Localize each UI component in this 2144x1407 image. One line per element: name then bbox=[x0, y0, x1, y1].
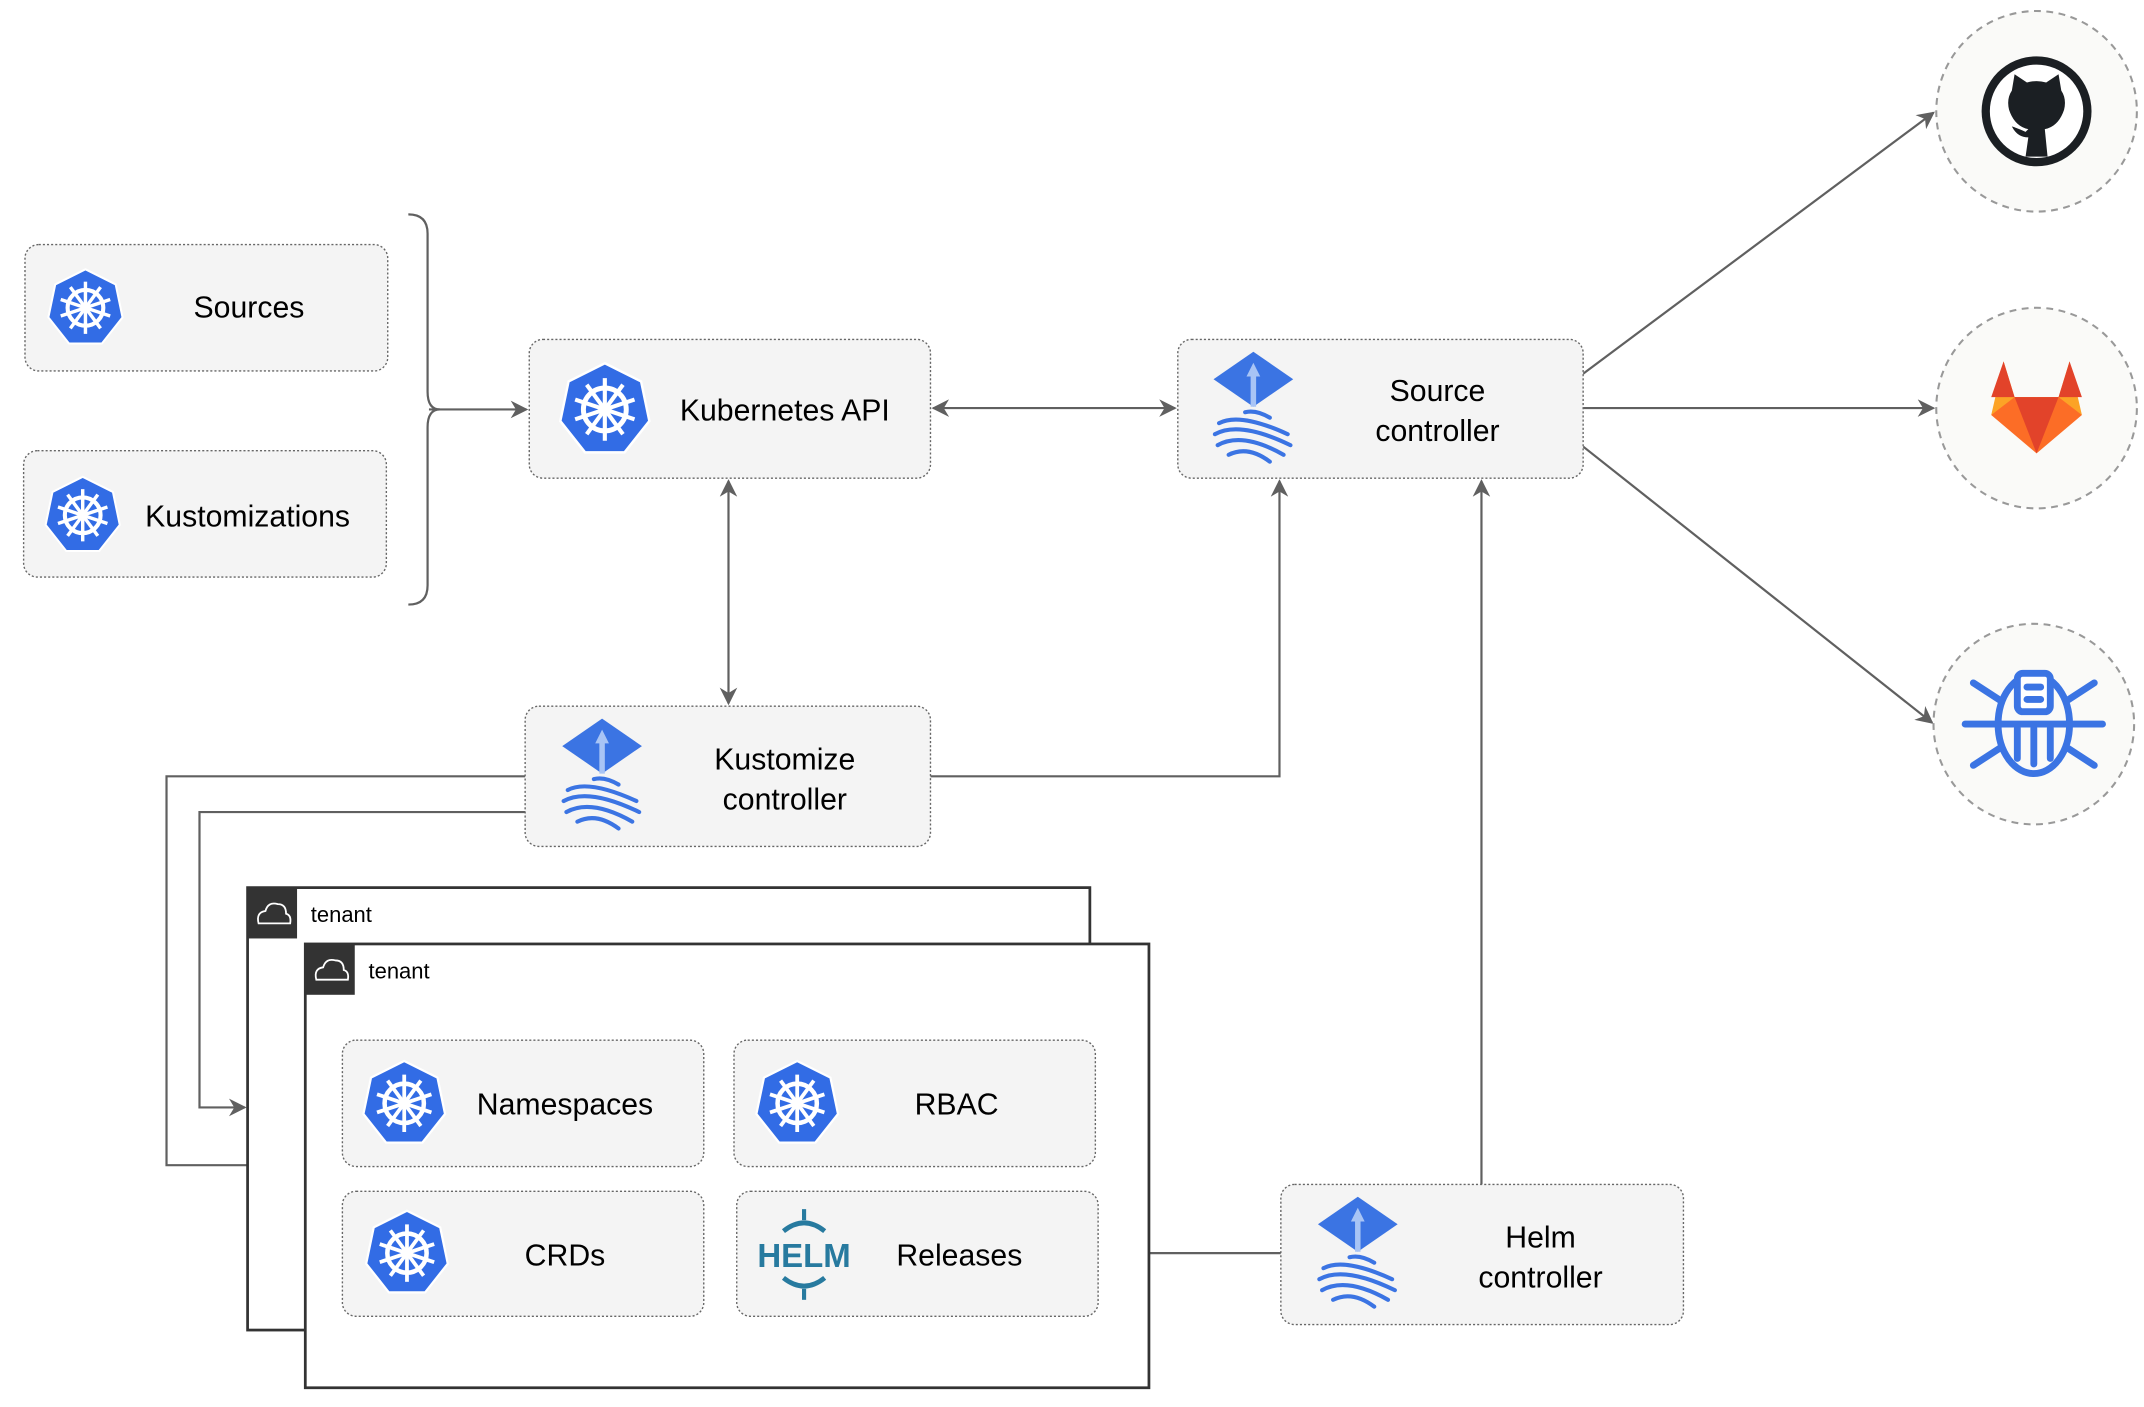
label: CRDs bbox=[525, 1239, 606, 1272]
node-kustomizations[interactable]: Kustomizations bbox=[22, 449, 388, 578]
node-kustomize-controller[interactable]: Kustomize controller bbox=[524, 705, 932, 848]
cloud-icon bbox=[257, 902, 292, 925]
node-kubernetes-api[interactable]: Kubernetes API bbox=[528, 338, 932, 479]
label: Releases bbox=[896, 1239, 1022, 1272]
node-releases[interactable]: HELM Releases bbox=[736, 1190, 1099, 1318]
connectors bbox=[165, 111, 1936, 1262]
node-crds[interactable]: CRDs bbox=[341, 1190, 705, 1318]
bucket-icon bbox=[1961, 669, 2106, 778]
label: Namespaces bbox=[477, 1088, 653, 1121]
github-icon bbox=[1981, 56, 2092, 167]
github-source[interactable] bbox=[1935, 9, 2138, 213]
node-source-controller[interactable]: Source controller bbox=[1177, 338, 1584, 479]
arrow-kustomize-to-tenant-front bbox=[165, 775, 526, 1174]
label: Kubernetes API bbox=[680, 394, 890, 427]
tenant-label: tenant bbox=[369, 958, 430, 983]
arrow-kustomize-to-tenant-back bbox=[198, 810, 526, 1117]
label: RBAC bbox=[915, 1088, 999, 1121]
node-helm-controller[interactable]: Helm controller bbox=[1280, 1183, 1685, 1326]
gitlab-icon bbox=[1991, 361, 2082, 454]
svg-text:HELM: HELM bbox=[757, 1237, 850, 1274]
label-line2: controller bbox=[1375, 415, 1499, 448]
label-line1: Kustomize bbox=[714, 743, 855, 776]
gitlab-source[interactable] bbox=[1935, 306, 2138, 510]
label-line2: controller bbox=[723, 783, 847, 816]
arrow-kustomize-to-source bbox=[930, 479, 1289, 778]
helm-icon: HELM bbox=[757, 1209, 851, 1300]
label: Sources bbox=[194, 291, 305, 324]
node-namespaces[interactable]: Namespaces bbox=[341, 1039, 705, 1168]
label-line1: Helm bbox=[1505, 1222, 1576, 1255]
cloud-icon bbox=[314, 958, 350, 981]
arrow-source-to-bucket bbox=[1582, 445, 1934, 724]
label-line1: Source bbox=[1390, 375, 1486, 408]
node-sources[interactable]: Sources bbox=[24, 243, 389, 372]
bucket-source[interactable] bbox=[1932, 622, 2136, 826]
tenant-label: tenant bbox=[311, 902, 372, 927]
label-line2: controller bbox=[1478, 1261, 1602, 1294]
arrow-source-to-github bbox=[1582, 111, 1935, 375]
node-rbac[interactable]: RBAC bbox=[733, 1039, 1097, 1168]
label: Kustomizations bbox=[145, 500, 350, 533]
